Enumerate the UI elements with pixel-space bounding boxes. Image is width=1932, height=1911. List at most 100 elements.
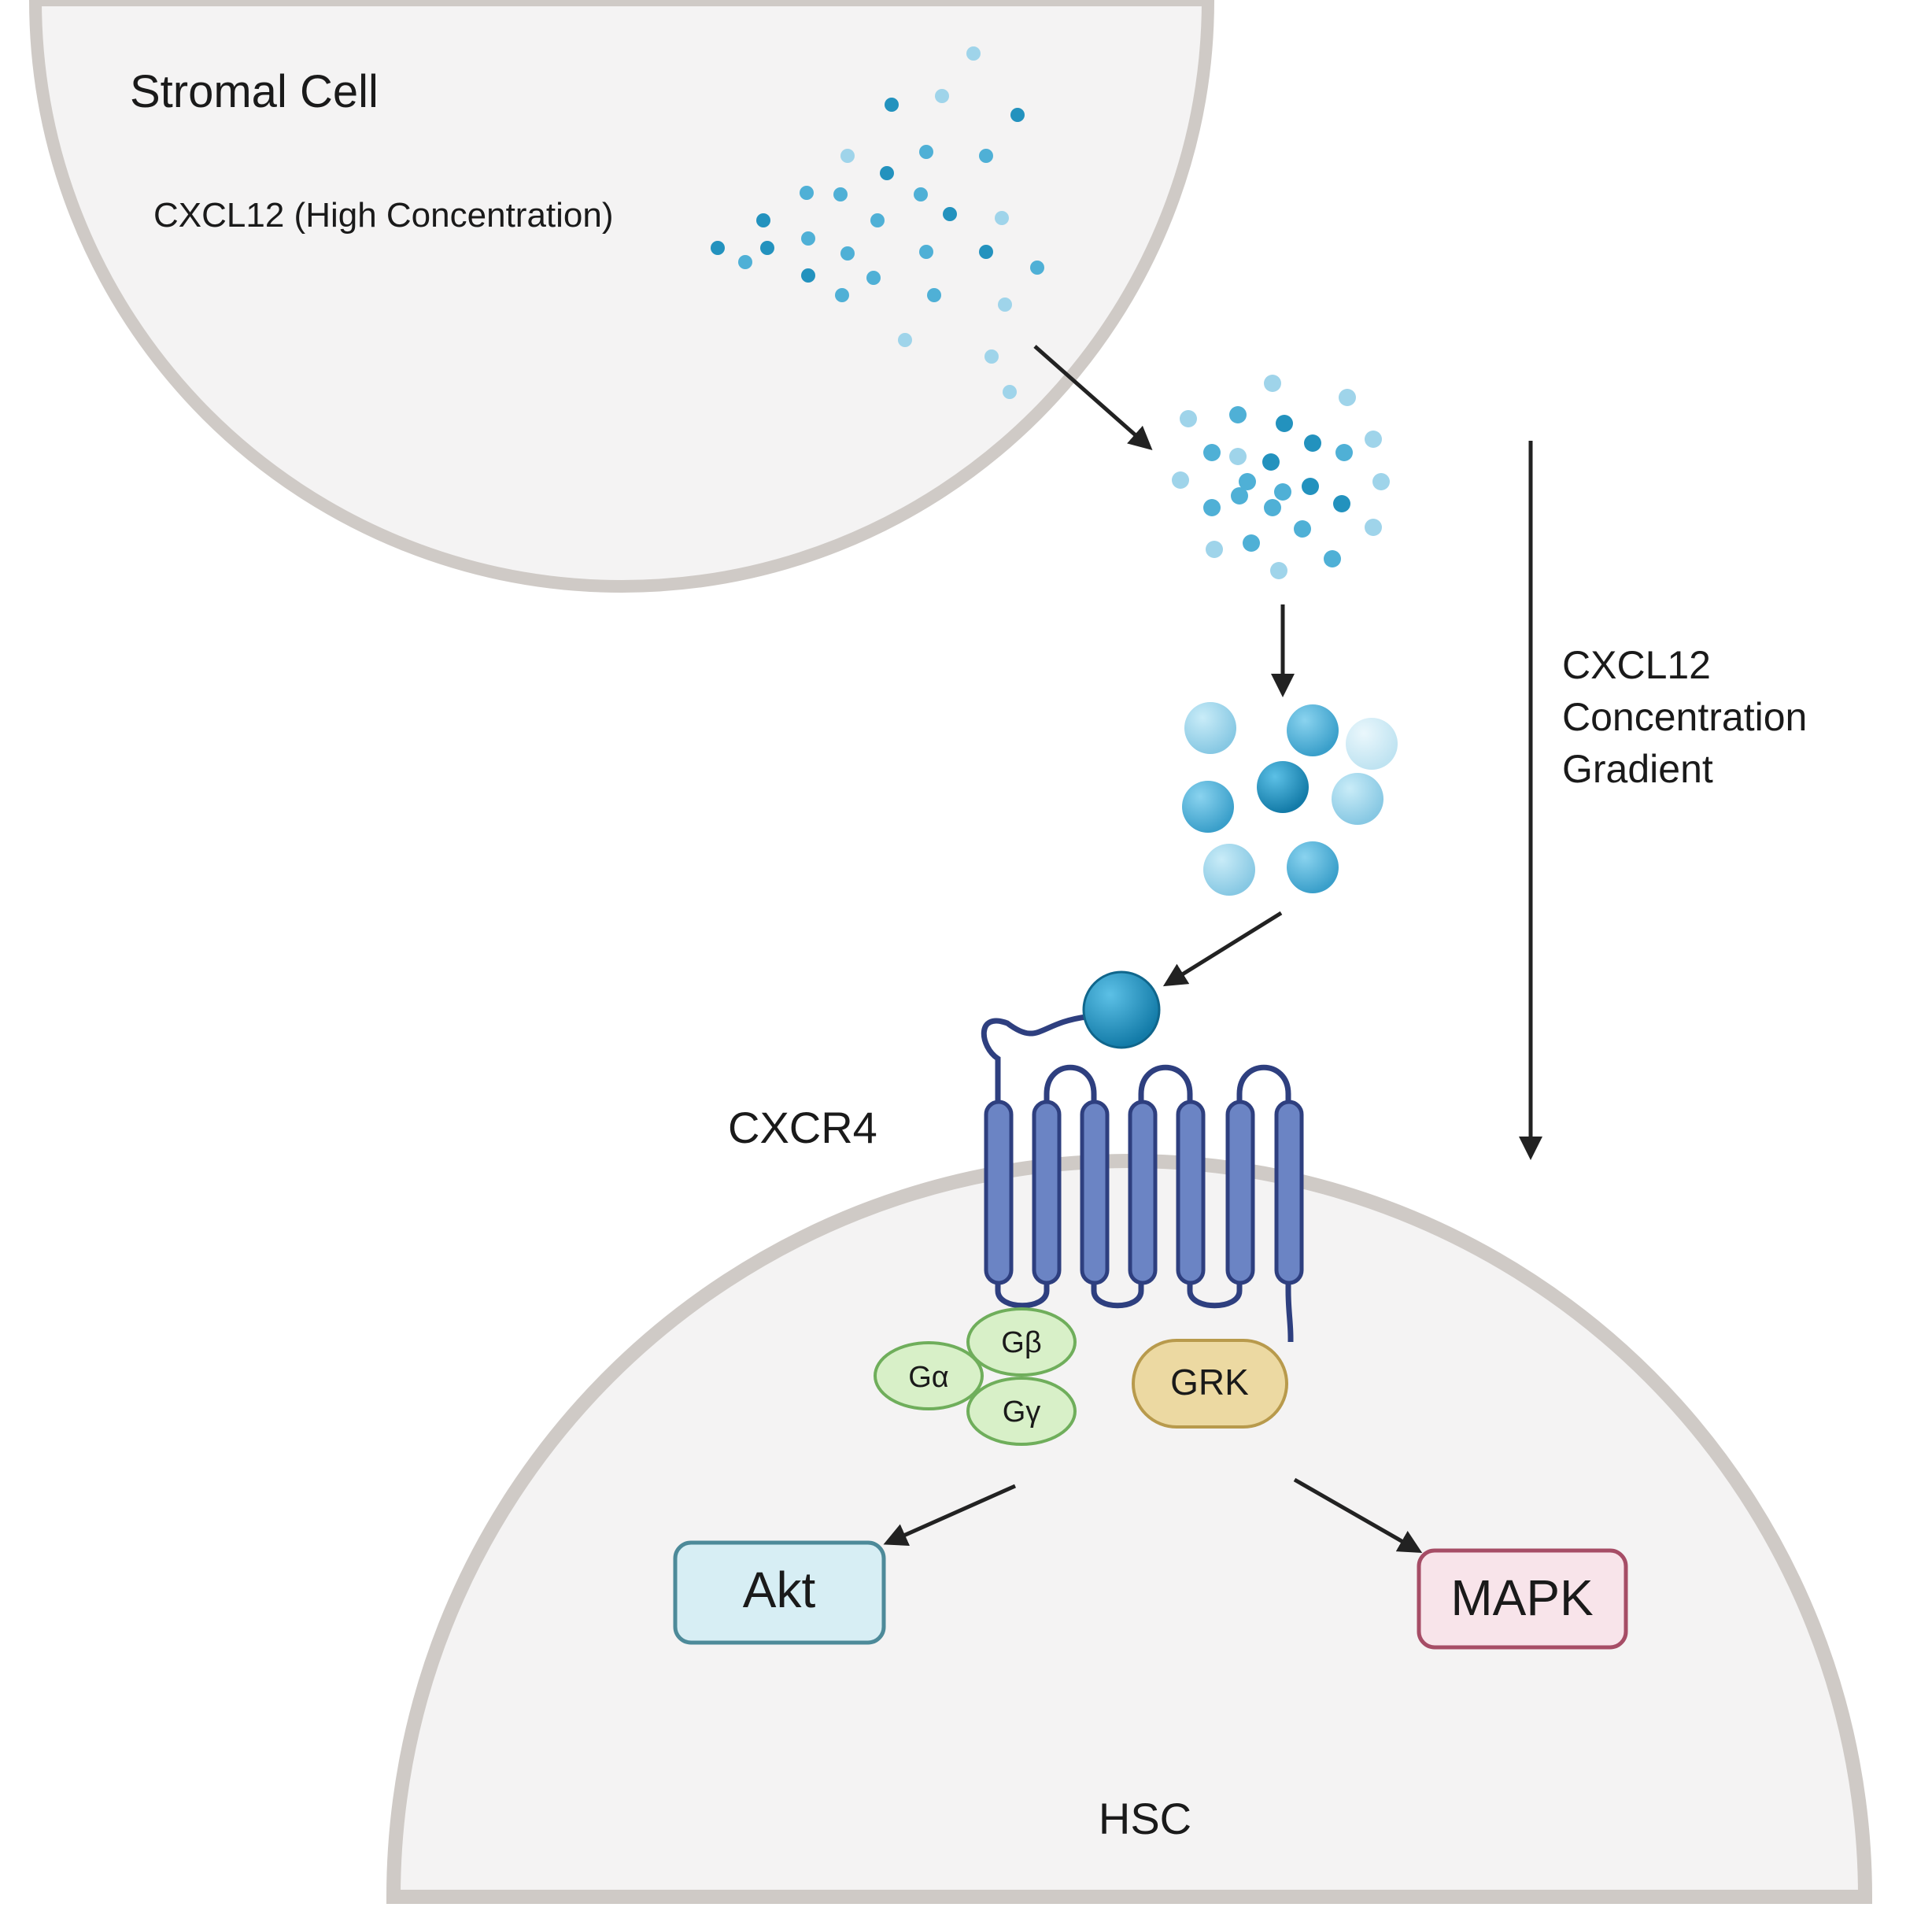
- stromal-cell-membrane: [28, 0, 1215, 593]
- chemokine-dot: [935, 89, 949, 103]
- chemokine-dot: [870, 213, 885, 227]
- transmembrane-helix: [984, 1100, 1014, 1285]
- chemokine-dot: [1365, 431, 1382, 448]
- chemokine-dot: [1365, 519, 1382, 536]
- grk-protein: GRK: [1132, 1339, 1288, 1429]
- chemokine-dot: [1264, 499, 1281, 516]
- transmembrane-helix: [1128, 1100, 1158, 1285]
- cxcr4-label: CXCR4: [728, 1103, 877, 1152]
- chemokine-dot: [1172, 471, 1189, 489]
- cxcl12-cluster: [1182, 702, 1398, 896]
- receptor-loops: [981, 1014, 1294, 1342]
- stromal-cell: [28, 0, 1215, 593]
- chemokine-dot: [1030, 261, 1044, 275]
- g-protein-complex: Gα Gβ Gγ: [874, 1307, 1077, 1446]
- gradient-label-line1: CXCL12: [1562, 643, 1711, 687]
- akt-label: Akt: [743, 1562, 816, 1618]
- chemokine-dot: [1324, 550, 1341, 567]
- chemokine-dot: [885, 98, 899, 112]
- transmembrane-helix: [1274, 1100, 1304, 1285]
- mapk-label: MAPK: [1450, 1569, 1593, 1626]
- chemokine-dot: [1339, 389, 1356, 406]
- transmembrane-helix: [1032, 1100, 1062, 1285]
- chemokine-dot: [1239, 473, 1256, 490]
- chemokine-dot: [760, 241, 774, 255]
- bound-cxcl12-sphere: [1082, 970, 1161, 1049]
- chemokine-dot: [927, 288, 941, 302]
- chemokine-sphere: [1346, 718, 1398, 770]
- chemokine-dot: [1276, 415, 1293, 432]
- chemokine-dot: [1229, 448, 1247, 465]
- chemokine-dot: [919, 245, 933, 259]
- g-gamma-subunit: [966, 1377, 1077, 1446]
- chemokine-dot: [1231, 487, 1248, 505]
- chemokine-dot: [1203, 444, 1221, 461]
- gradient-label-line3: Gradient: [1562, 747, 1713, 791]
- g-alpha-label: Gα: [908, 1361, 949, 1394]
- chemokine-dot: [998, 298, 1012, 312]
- transmembrane-helix: [1080, 1100, 1110, 1285]
- chemokine-dot: [866, 271, 881, 285]
- chemokine-sphere: [1287, 841, 1339, 893]
- grk-shape: [1132, 1339, 1288, 1429]
- chemokine-dot: [800, 186, 814, 200]
- chemokine-dot: [979, 149, 993, 163]
- cxcl12-high-label: CXCL12 (High Concentration): [153, 196, 614, 235]
- g-beta-label: Gβ: [1001, 1326, 1041, 1359]
- chemokine-sphere: [1203, 844, 1255, 896]
- chemokine-dot: [711, 241, 725, 255]
- gradient-label-line2: Concentration: [1562, 695, 1807, 739]
- chemokine-dot: [1304, 434, 1321, 452]
- hsc-label: HSC: [1099, 1794, 1191, 1843]
- chemokine-dot: [1203, 499, 1221, 516]
- chemokine-dot: [840, 246, 855, 261]
- cxcl12-source-dots: [711, 46, 1044, 399]
- chemokine-dot: [1206, 541, 1223, 558]
- chemokine-dot: [756, 213, 770, 227]
- chemokine-dot: [833, 187, 848, 201]
- chemokine-sphere: [1332, 773, 1383, 825]
- chemokine-dot: [1180, 410, 1197, 427]
- chemokine-dot: [995, 211, 1009, 225]
- chemokine-dot: [1243, 534, 1260, 552]
- transmembrane-helix: [1176, 1100, 1206, 1285]
- chemokine-dot: [1229, 406, 1247, 423]
- arrow-to-akt: [883, 1484, 1017, 1546]
- mapk-node: MAPK: [1417, 1548, 1628, 1650]
- arrow-release: [1033, 345, 1153, 450]
- chemokine-dot: [1003, 385, 1017, 399]
- chemokine-sphere: [1184, 702, 1236, 754]
- mapk-box: [1417, 1548, 1628, 1650]
- arrow-to-mapk: [1293, 1477, 1423, 1553]
- akt-node: Akt: [673, 1540, 886, 1645]
- cxcr4-receptor: [981, 970, 1304, 1342]
- chemokine-dot: [1262, 453, 1280, 471]
- chemokine-dot: [979, 245, 993, 259]
- grk-label: GRK: [1170, 1362, 1249, 1403]
- chemokine-dot: [738, 255, 752, 269]
- chemokine-dot: [1010, 108, 1025, 122]
- chemokine-dot: [914, 187, 928, 201]
- arrow-bind: [1162, 911, 1283, 987]
- chemokine-sphere: [1257, 761, 1309, 813]
- chemokine-dot: [801, 268, 815, 283]
- chemokine-dot: [1264, 375, 1281, 392]
- arrows: [883, 345, 1542, 1553]
- chemokine-sphere: [1287, 704, 1339, 756]
- g-gamma-label: Gγ: [1003, 1395, 1041, 1429]
- chemokine-dot: [1270, 562, 1287, 579]
- stromal-cell-label: Stromal Cell: [130, 66, 379, 117]
- chemokine-dot: [840, 149, 855, 163]
- chemokine-dot: [1333, 495, 1350, 512]
- cxcl12-dispersed-dots: [1172, 375, 1390, 579]
- chemokine-dot: [1302, 478, 1319, 495]
- chemokine-dot: [984, 349, 999, 364]
- chemokine-dot: [1335, 444, 1353, 461]
- chemokine-dot: [1372, 473, 1390, 490]
- transmembrane-helix: [1225, 1100, 1255, 1285]
- akt-box: [673, 1540, 886, 1645]
- chemokine-sphere: [1182, 781, 1234, 833]
- chemokine-dot: [898, 333, 912, 347]
- g-beta-subunit: [966, 1307, 1077, 1377]
